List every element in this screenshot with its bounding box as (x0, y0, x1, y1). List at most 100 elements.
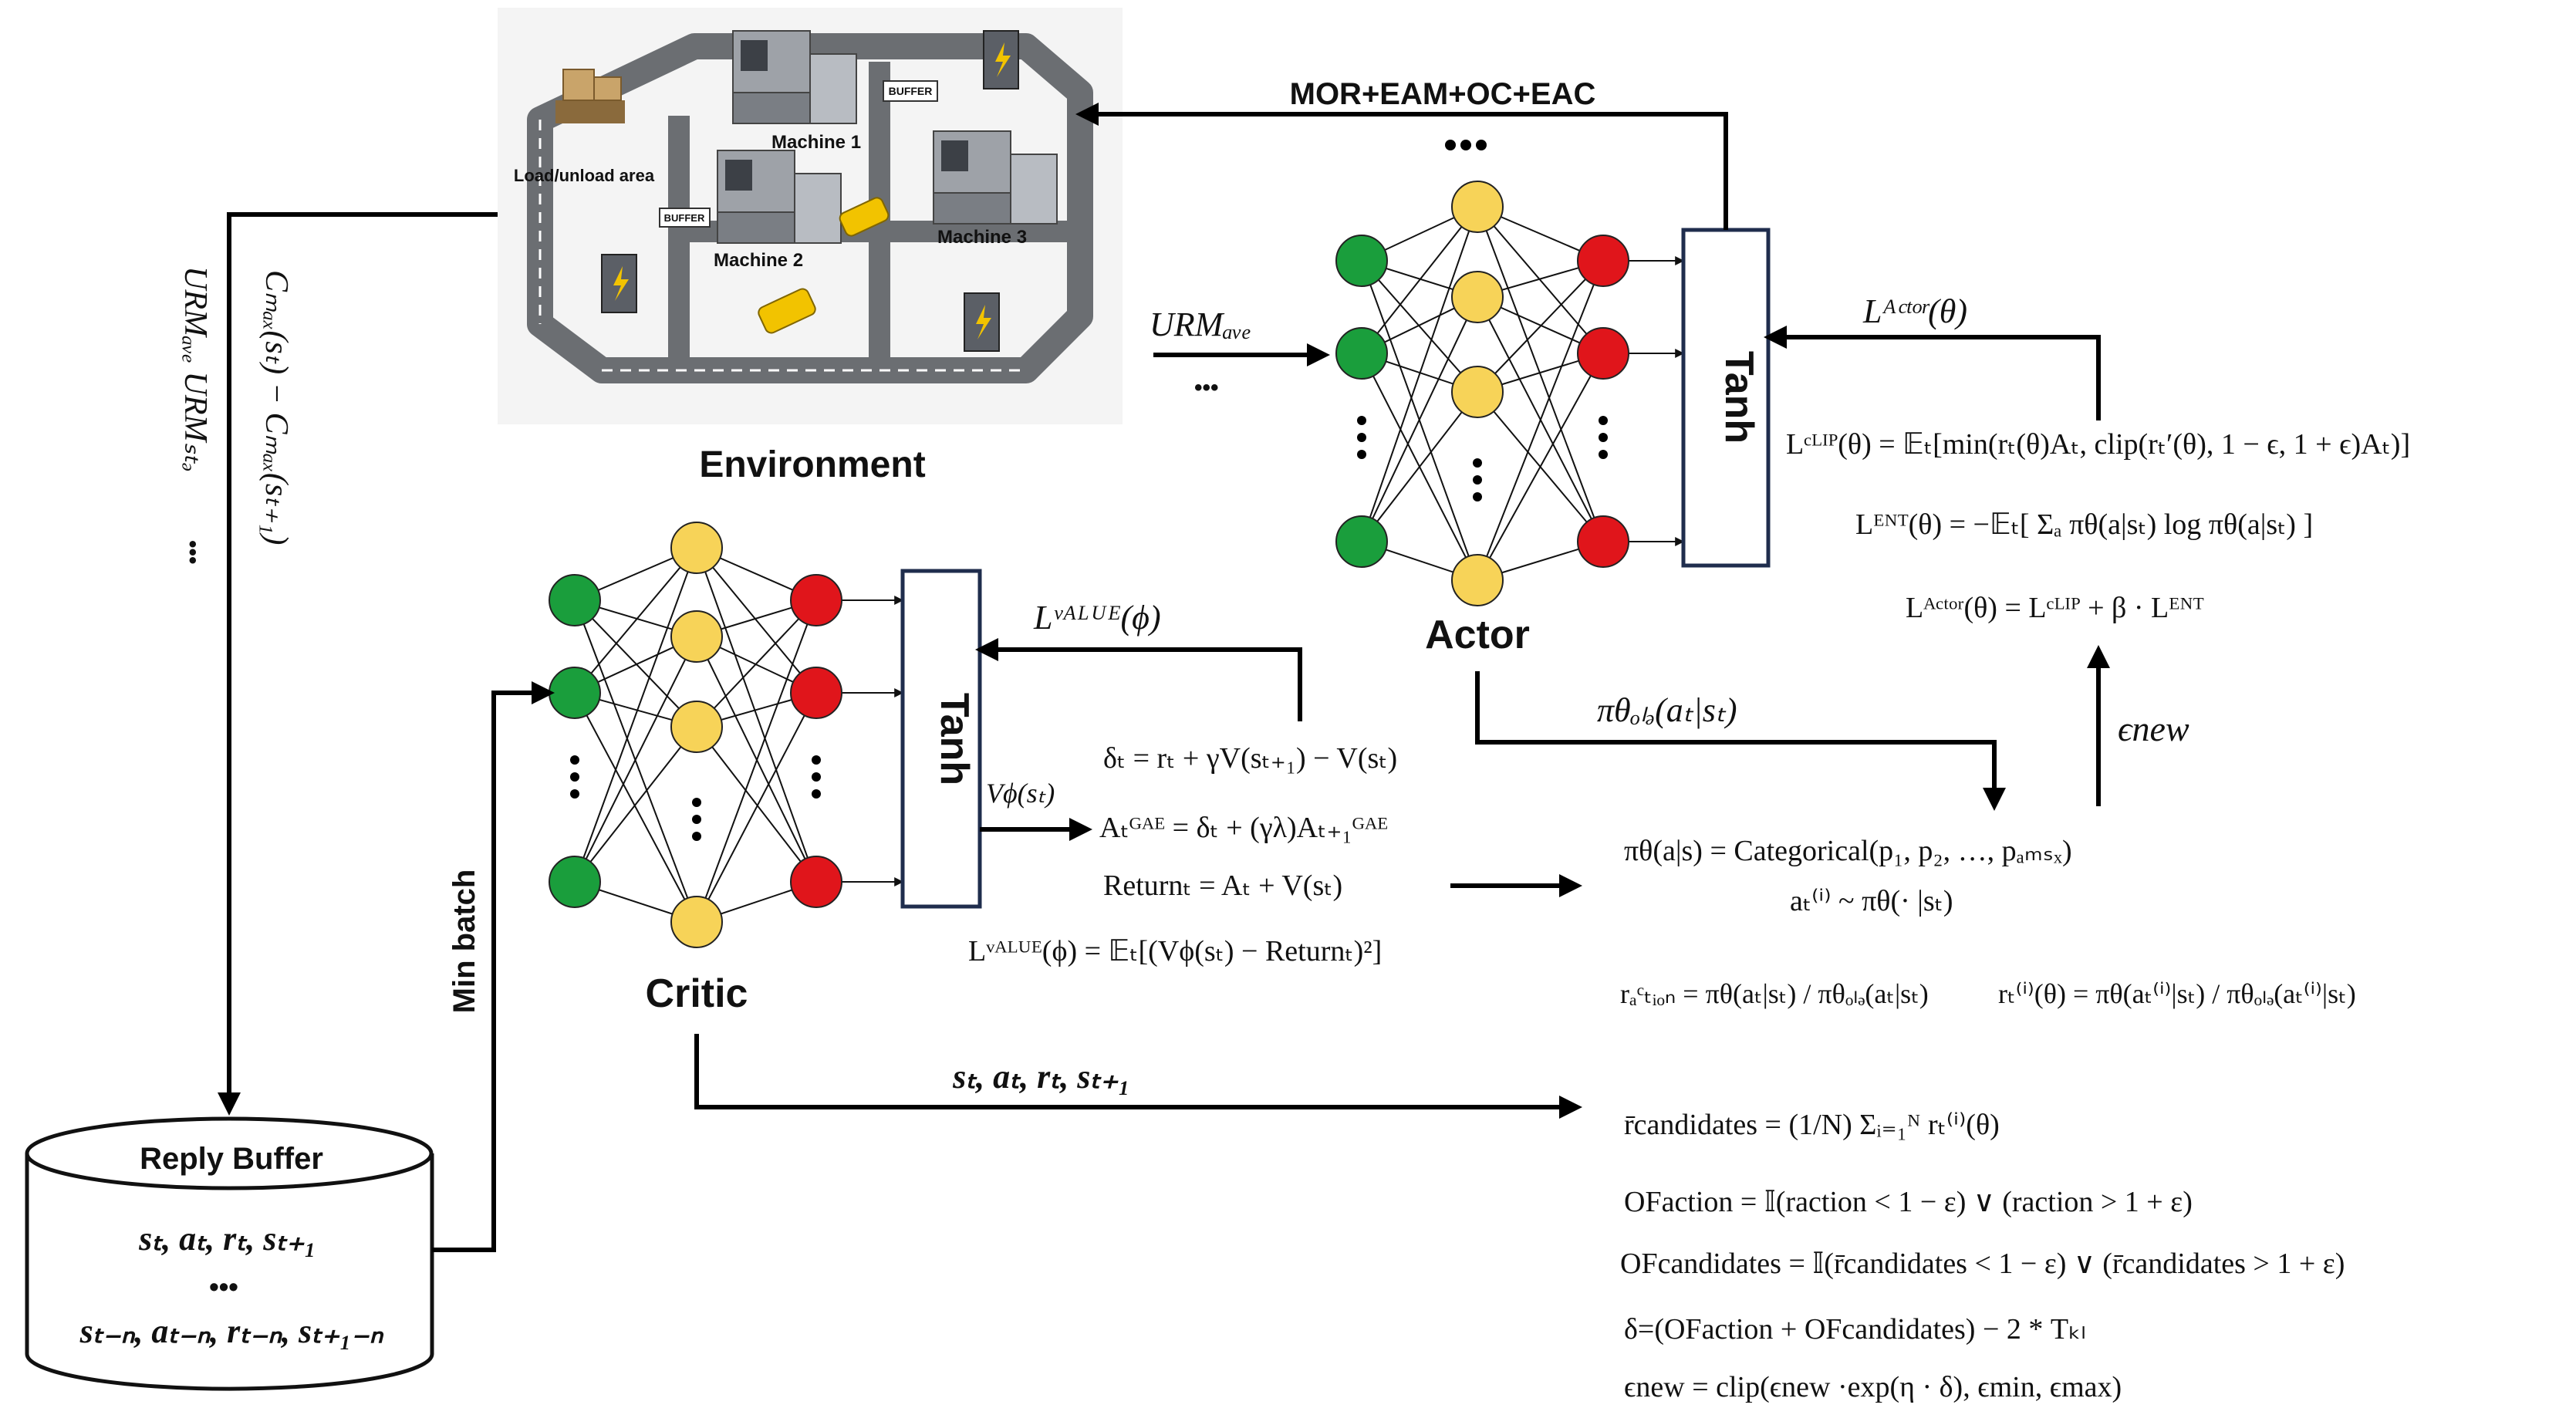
critic-node (790, 667, 842, 719)
eq-l-clip: Lᶜᴸᴵᴾ(θ) = 𝔼ₜ[min(rₜ(θ)Aₜ, clip(rₜ′(θ), … (1786, 428, 2410, 461)
critic-edge (574, 547, 697, 883)
critic-node (670, 896, 723, 948)
action-arrow (1075, 103, 1728, 230)
actor-edge (1477, 260, 1604, 393)
critic-ellipsis-dot (812, 755, 821, 765)
environment-illustration: BUFFER BUFFER Machine 1 Machine 2 Machin… (498, 8, 1123, 424)
actor-edge (1477, 206, 1604, 542)
actor-network (1335, 140, 1685, 606)
load-area-pallet (555, 69, 625, 123)
eps-new-label: ϵnew (2118, 709, 2189, 748)
actor-edge (1477, 353, 1604, 581)
value-loss-arrow (975, 638, 1302, 721)
machine-2-label: Machine 2 (714, 250, 803, 271)
critic-edge (574, 599, 697, 728)
critic-edge (574, 547, 697, 694)
critic-ellipsis-dot (570, 772, 579, 782)
critic-edge (574, 692, 697, 923)
actor-ellipsis-dot (1357, 433, 1366, 442)
critic-node (790, 856, 842, 908)
charger-station-bottom (964, 292, 1000, 352)
eq-categorical: πθ(a|s) = Categorical(p₁, p₂, …, pₐₘₛₓ) (1624, 835, 2072, 867)
reply-buffer-cylinder (25, 1116, 434, 1391)
critic-edge (574, 726, 697, 883)
critic-ellipsis-dot (812, 772, 821, 782)
actor-ellipsis-dot (1599, 450, 1608, 459)
critic-node (670, 522, 723, 574)
critic-edge (696, 692, 817, 923)
actor-edge (1361, 206, 1478, 354)
eq-sample: aₜ⁽ⁱ⁾ ~ πθ(· |sₜ) (1790, 885, 1953, 917)
actor-edge (1361, 391, 1478, 542)
actor-ellipsis-dot (1357, 416, 1366, 425)
state-vertical-ellipsis: ••• (180, 540, 205, 565)
critic-edge (696, 599, 817, 728)
action-label: MOR+EAM+OC+EAC (1290, 77, 1596, 111)
machine-2 (717, 150, 842, 244)
min-batch-label: Min batch (447, 870, 481, 1014)
critic-title: Critic (646, 971, 748, 1016)
eq-gae: Aₜᴳᴬᴱ = δₜ + (γλ)Aₜ₊₁ᴳᴬᴱ (1099, 812, 1388, 844)
actor-edge (1477, 260, 1604, 581)
actor-title: Actor (1425, 613, 1530, 657)
buffer-sign-2-label: BUFFER (664, 212, 705, 224)
pi-old-arrow (1475, 671, 2006, 811)
env-to-buffer-arrow (218, 212, 498, 1116)
eq-l-actor: Lᴬᶜᵗᵒʳ(θ) = Lᶜᴸᴵᴾ + β · Lᴱᴺᵀ (1906, 592, 2204, 624)
state-vertical-label-2: Cₘₐₓ(sₜ) − Cₘₐₓ(sₜ₊₁) (258, 270, 294, 545)
critic-tanh-box (900, 569, 982, 909)
critic-node (670, 701, 723, 753)
actor-ellipsis-dot (1599, 416, 1608, 425)
charger-station-top (983, 30, 1019, 89)
eq-r-candidate: rₜ⁽ⁱ⁾(θ) = πθ(aₜ⁽ⁱ⁾|sₜ) / πθₒₗₔ(aₜ⁽ⁱ⁾|sₜ… (1998, 978, 2356, 1009)
actor-node (1577, 235, 1629, 287)
min-batch-arrow (432, 681, 555, 1252)
machine-1 (732, 30, 857, 124)
critic-node (549, 667, 601, 719)
buffer-transition-past: sₜ₋ₙ, aₜ₋ₙ, rₜ₋ₙ, sₜ₊₁₋ₙ (79, 1312, 384, 1350)
eq-r-action: rₐᶜₜᵢₒₙ = πθ(aₜ|sₜ) / πθₒₗₔ(aₜ|sₜ) (1620, 978, 1929, 1009)
actor-top-ellipsis-dot (1476, 140, 1487, 150)
actor-node (1577, 327, 1629, 380)
critic-edge (696, 726, 817, 883)
actor-tanh-box (1681, 228, 1771, 568)
critic-ellipsis-dot (570, 789, 579, 799)
actor-edge (1361, 206, 1478, 542)
actor-edge (1361, 296, 1478, 542)
buffer-sign-1-label: BUFFER (889, 85, 933, 97)
critic-ellipsis-dot (812, 789, 821, 799)
machine-3 (933, 130, 1058, 225)
critic-node (549, 574, 601, 626)
urm-ave-label: URMₐᵥₑ (1150, 306, 1251, 343)
buffer-sign-2: BUFFER (659, 208, 711, 228)
eq-l-value: Lᵛᴬᴸᵁᴱ(ϕ) = 𝔼ₜ[(Vϕ(sₜ) − Returnₜ)²] (968, 935, 1382, 967)
critic-edge (574, 599, 697, 923)
critic-edge (696, 547, 817, 694)
eq-eps-update: ϵnew = clip(ϵnew ·exp(η · δ), ϵmin, ϵmax… (1624, 1371, 2122, 1403)
actor-ellipsis-dot (1473, 458, 1482, 468)
transition-arrow (694, 1034, 1582, 1119)
pi-old-label: πθₒₗₔ(aₜ|sₜ) (1597, 691, 1737, 729)
agv-vehicle-2 (758, 288, 816, 334)
critic-ellipsis-dot (692, 815, 701, 824)
actor-top-ellipsis-dot (1460, 140, 1471, 150)
eq-td-error: δₜ = rₜ + γV(sₜ₊₁) − V(sₜ) (1103, 742, 1397, 775)
actor-node (1451, 366, 1504, 418)
value-loss-label: Lᵛᴬᴸᵁᴱ(ϕ) (1033, 599, 1161, 637)
buffer-sign-1: BUFFER (883, 80, 938, 102)
critic-edge (696, 599, 817, 923)
state-vertical-label-1: URMₐᵥₑ URMₛₜₔ (177, 266, 213, 472)
eq-delta: δ=(OFaction + OFcandidates) − 2 * Tₖₗ (1624, 1313, 2086, 1346)
critic-node (790, 574, 842, 626)
charger-station-left (601, 254, 637, 313)
critic-network (549, 522, 904, 948)
actor-ellipsis-dot (1473, 475, 1482, 485)
actor-edge (1477, 206, 1604, 354)
critic-node (670, 610, 723, 663)
actor-loss-arrow (1764, 326, 2101, 420)
eq-l-ent: Lᴱᴺᵀ(θ) = −𝔼ₜ[ Σₐ πθ(a|sₜ) log πθ(a|sₜ) … (1855, 508, 2313, 541)
critic-edge (574, 636, 697, 883)
load-area-label: Load/unload area (514, 166, 655, 185)
critic-ellipsis-dot (692, 798, 701, 807)
